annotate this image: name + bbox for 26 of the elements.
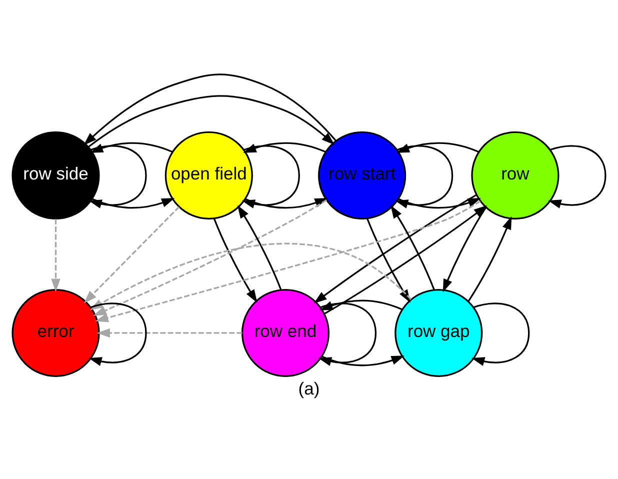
arrow: [398, 198, 482, 209]
caption: (a): [298, 378, 320, 399]
arrow: [237, 205, 282, 290]
arrow: [92, 198, 175, 209]
arrow: [245, 198, 328, 209]
arrow: [468, 216, 512, 302]
arrow: [90, 142, 173, 153]
arrow: [88, 95, 335, 148]
arrow: [84, 206, 180, 304]
arrow: [442, 207, 486, 292]
arrow: [366, 218, 410, 303]
arrow: [84, 74, 336, 146]
arrow: [96, 328, 242, 338]
arrow: [324, 205, 488, 314]
arrow: [396, 142, 480, 153]
arrow: [314, 194, 477, 304]
arrow: [320, 300, 402, 310]
arrow: [88, 302, 147, 366]
arrow: [548, 145, 606, 208]
arrow: [213, 218, 258, 303]
arrow: [243, 142, 326, 153]
node-circle: row: [471, 131, 560, 220]
arrow: [322, 356, 404, 366]
arrow: [471, 302, 530, 366]
arrow: [390, 205, 435, 290]
arrow: [51, 218, 60, 292]
